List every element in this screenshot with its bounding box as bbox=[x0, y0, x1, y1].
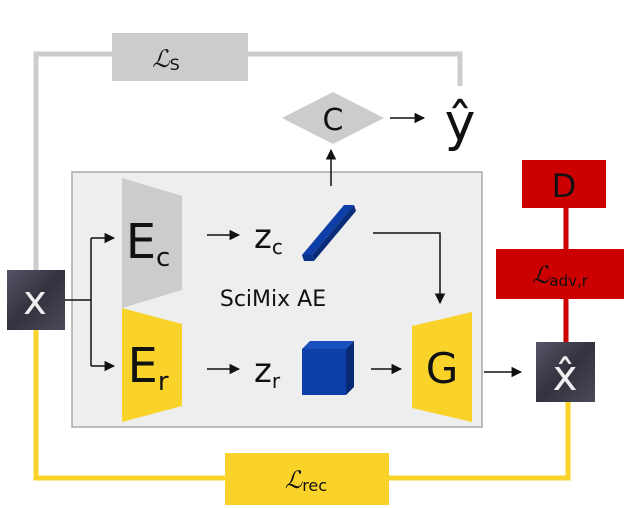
classifier-node bbox=[282, 92, 384, 144]
latent-zr-cube bbox=[302, 341, 354, 395]
latent-zc-block bbox=[302, 205, 356, 261]
latent-zc-label: zc bbox=[254, 217, 283, 259]
discriminator-label: D bbox=[552, 167, 577, 205]
loss-adv-label: ℒadv,r bbox=[532, 261, 589, 290]
arrow-zc-to-generator bbox=[373, 232, 446, 305]
classifier-label: C bbox=[323, 103, 344, 138]
encoder-c-node bbox=[122, 178, 182, 308]
loss-s-box bbox=[112, 33, 248, 81]
scimix-ae-label: SciMix AE bbox=[220, 287, 326, 312]
discriminator-box bbox=[522, 160, 606, 208]
latent-zr-label: zr bbox=[254, 351, 281, 393]
loss-s-label: ℒS bbox=[152, 45, 179, 74]
generator-label: G bbox=[426, 344, 459, 393]
input-x-label: x bbox=[23, 278, 47, 324]
encoder-r-label: Er bbox=[127, 338, 168, 397]
output-x-hat-label: x̂ bbox=[553, 351, 578, 400]
output-image-x-hat bbox=[536, 342, 595, 402]
generator-node bbox=[412, 312, 472, 422]
loss-rec-box bbox=[225, 453, 389, 505]
input-image-x bbox=[7, 270, 65, 330]
loss-adv-box bbox=[496, 249, 624, 299]
prediction-y-hat: ŷ bbox=[445, 93, 476, 153]
encoder-r-node bbox=[122, 308, 182, 422]
loss-rec-label: ℒrec bbox=[285, 466, 327, 495]
encoder-c-label: Ec bbox=[126, 214, 171, 273]
